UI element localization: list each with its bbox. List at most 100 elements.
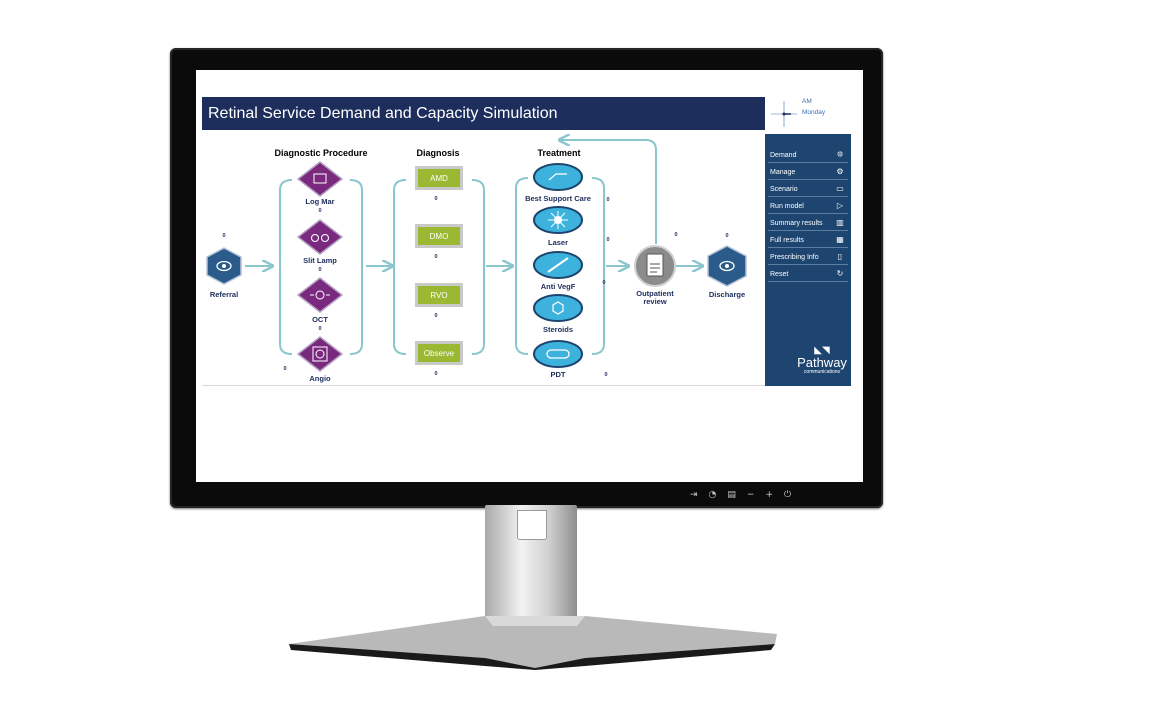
referral-node[interactable] — [206, 247, 242, 285]
logo-mark-icon: ◣◥ — [814, 345, 830, 356]
diagnosis-amd[interactable] — [415, 166, 463, 190]
sidebar-item-scenario[interactable]: Scenario ▭ — [768, 182, 848, 197]
diagnosis-label: Observe — [424, 349, 455, 358]
diagnostic-count: 0 — [283, 366, 286, 372]
sidebar-item-label: Full results — [770, 237, 804, 244]
diagnosis-label: AMD — [430, 174, 448, 183]
sidebar-item-label: Run model — [770, 203, 804, 210]
outpatient-label: Outpatient — [636, 289, 674, 298]
sidebar: Demand ❊ Manage ⚙ Scenario ▭ Run model ▷… — [765, 134, 851, 386]
diagnosis-rvo[interactable] — [415, 283, 463, 307]
chat-icon: ▭ — [836, 184, 844, 193]
angio-icon — [312, 346, 328, 362]
eye-icon — [719, 260, 735, 272]
sidebar-item-label: Demand — [770, 152, 797, 159]
treatment-count: 0 — [604, 372, 607, 378]
sidebar-item-summary-results[interactable]: Summary results ▥ — [768, 216, 848, 231]
treatment-label: Laser — [548, 238, 568, 247]
goggles-icon — [546, 349, 570, 359]
treatment-label: Steroids — [543, 325, 573, 334]
sidebar-item-run-model[interactable]: Run model ▷ — [768, 199, 848, 214]
sidebar-item-reset[interactable]: Reset ↻ — [768, 267, 848, 282]
clock-day: Monday — [802, 109, 826, 116]
monitor-power-icon[interactable]: ⏻ — [784, 490, 792, 500]
syringe-icon — [547, 257, 569, 273]
diagnostic-count: 0 — [318, 208, 321, 214]
diagnostic-angio[interactable] — [296, 336, 344, 372]
sidebar-item-demand[interactable]: Demand ❊ — [768, 148, 848, 163]
document-icon: ▯ — [837, 252, 843, 261]
treatment-count: 0 — [606, 197, 609, 203]
discharge-node[interactable] — [707, 245, 747, 287]
outpatient-review-node[interactable] — [634, 245, 676, 287]
screen: Diagnostic Procedure Diagnosis Treatment… — [196, 70, 863, 482]
treatment-anti-vegf[interactable] — [533, 251, 583, 279]
diagnostic-label: Slit Lamp — [303, 256, 337, 265]
monitor-controls: ⇥ ◔ ▤ − + ⏻ — [690, 488, 791, 502]
treatment-best-support-care[interactable] — [533, 163, 583, 191]
refresh-icon: ↻ — [836, 269, 844, 278]
sidebar-item-label: Scenario — [770, 186, 798, 193]
outpatient-label-line2: review — [643, 297, 667, 306]
clipboard-icon — [646, 253, 664, 277]
diagnosis-count: 0 — [434, 196, 437, 202]
sidebar-item-label: Summary results — [770, 220, 823, 227]
discharge-label: Discharge — [709, 290, 745, 299]
logo-name: Pathway — [797, 355, 847, 370]
scan-icon — [310, 290, 330, 300]
diagnosis-label: DMO — [430, 232, 449, 241]
pathway-diagram: Diagnostic Procedure Diagnosis Treatment… — [206, 70, 747, 383]
treatment-column-title: Treatment — [537, 148, 580, 158]
flow-connectors — [245, 140, 702, 355]
outpatient-count: 0 — [674, 232, 677, 238]
page-title: Retinal Service Demand and Capacity Simu… — [202, 97, 765, 130]
diagnosis-column-title: Diagnosis — [416, 148, 459, 158]
clock-widget: AM Monday — [767, 97, 863, 132]
clock-period: AM — [802, 98, 812, 105]
treatment-steroids[interactable] — [533, 294, 583, 322]
treatment-label: Best Support Care — [525, 194, 591, 203]
monitor-menu-icon[interactable]: ◔ — [708, 490, 717, 500]
diagnostic-label: Angio — [309, 374, 331, 383]
diagnostic-oct[interactable] — [296, 277, 344, 313]
monitor-plus-icon[interactable]: + — [765, 490, 774, 500]
treatment-label: Anti VegF — [541, 282, 576, 291]
diagnostic-label: Log Mar — [305, 197, 334, 206]
divider — [202, 385, 765, 386]
diagnosis-observe[interactable] — [415, 341, 463, 365]
sidebar-item-full-results[interactable]: Full results ▦ — [768, 233, 848, 248]
treatment-count: 0 — [602, 280, 605, 286]
monitor-minus-icon[interactable]: − — [746, 490, 755, 500]
play-icon: ▷ — [836, 201, 844, 210]
diagnosis-dmo[interactable] — [415, 224, 463, 248]
monitor-stand-base — [289, 616, 777, 670]
diagnosis-count: 0 — [434, 371, 437, 377]
sidebar-item-manage[interactable]: Manage ⚙ — [768, 165, 848, 180]
steroid-icon — [552, 301, 564, 315]
treatment-laser[interactable] — [533, 206, 583, 234]
referral-label: Referral — [210, 290, 238, 299]
chart-icon — [313, 173, 327, 184]
pathway-logo: ◣◥ Pathway communications — [793, 346, 851, 382]
monitor-stand-slot — [517, 510, 547, 540]
binoculars-icon — [310, 233, 330, 243]
treatment-label: PDT — [551, 370, 566, 379]
referral-count: 0 — [222, 233, 225, 239]
logo-subtitle: communications — [803, 369, 841, 375]
sidebar-item-label: Reset — [770, 271, 789, 278]
demand-icon: ❊ — [836, 150, 844, 159]
monitor-input-icon[interactable]: ⇥ — [690, 490, 698, 500]
treatment-pdt[interactable] — [533, 340, 583, 368]
bar-chart-icon: ▥ — [836, 218, 844, 227]
treatment-count: 0 — [606, 237, 609, 243]
clock-icon — [771, 101, 797, 127]
diagnostic-count: 0 — [318, 326, 321, 332]
eye-icon — [216, 260, 232, 272]
monitor-settings-icon[interactable]: ▤ — [727, 490, 736, 500]
diagnostic-count: 0 — [318, 267, 321, 273]
sidebar-item-prescribing-info[interactable]: Prescribing Info ▯ — [768, 250, 848, 265]
diagnostic-slit-lamp[interactable] — [296, 219, 344, 255]
sidebar-item-label: Manage — [770, 169, 796, 176]
diagnostic-log-mar[interactable] — [296, 161, 344, 197]
diagnosis-count: 0 — [434, 313, 437, 319]
